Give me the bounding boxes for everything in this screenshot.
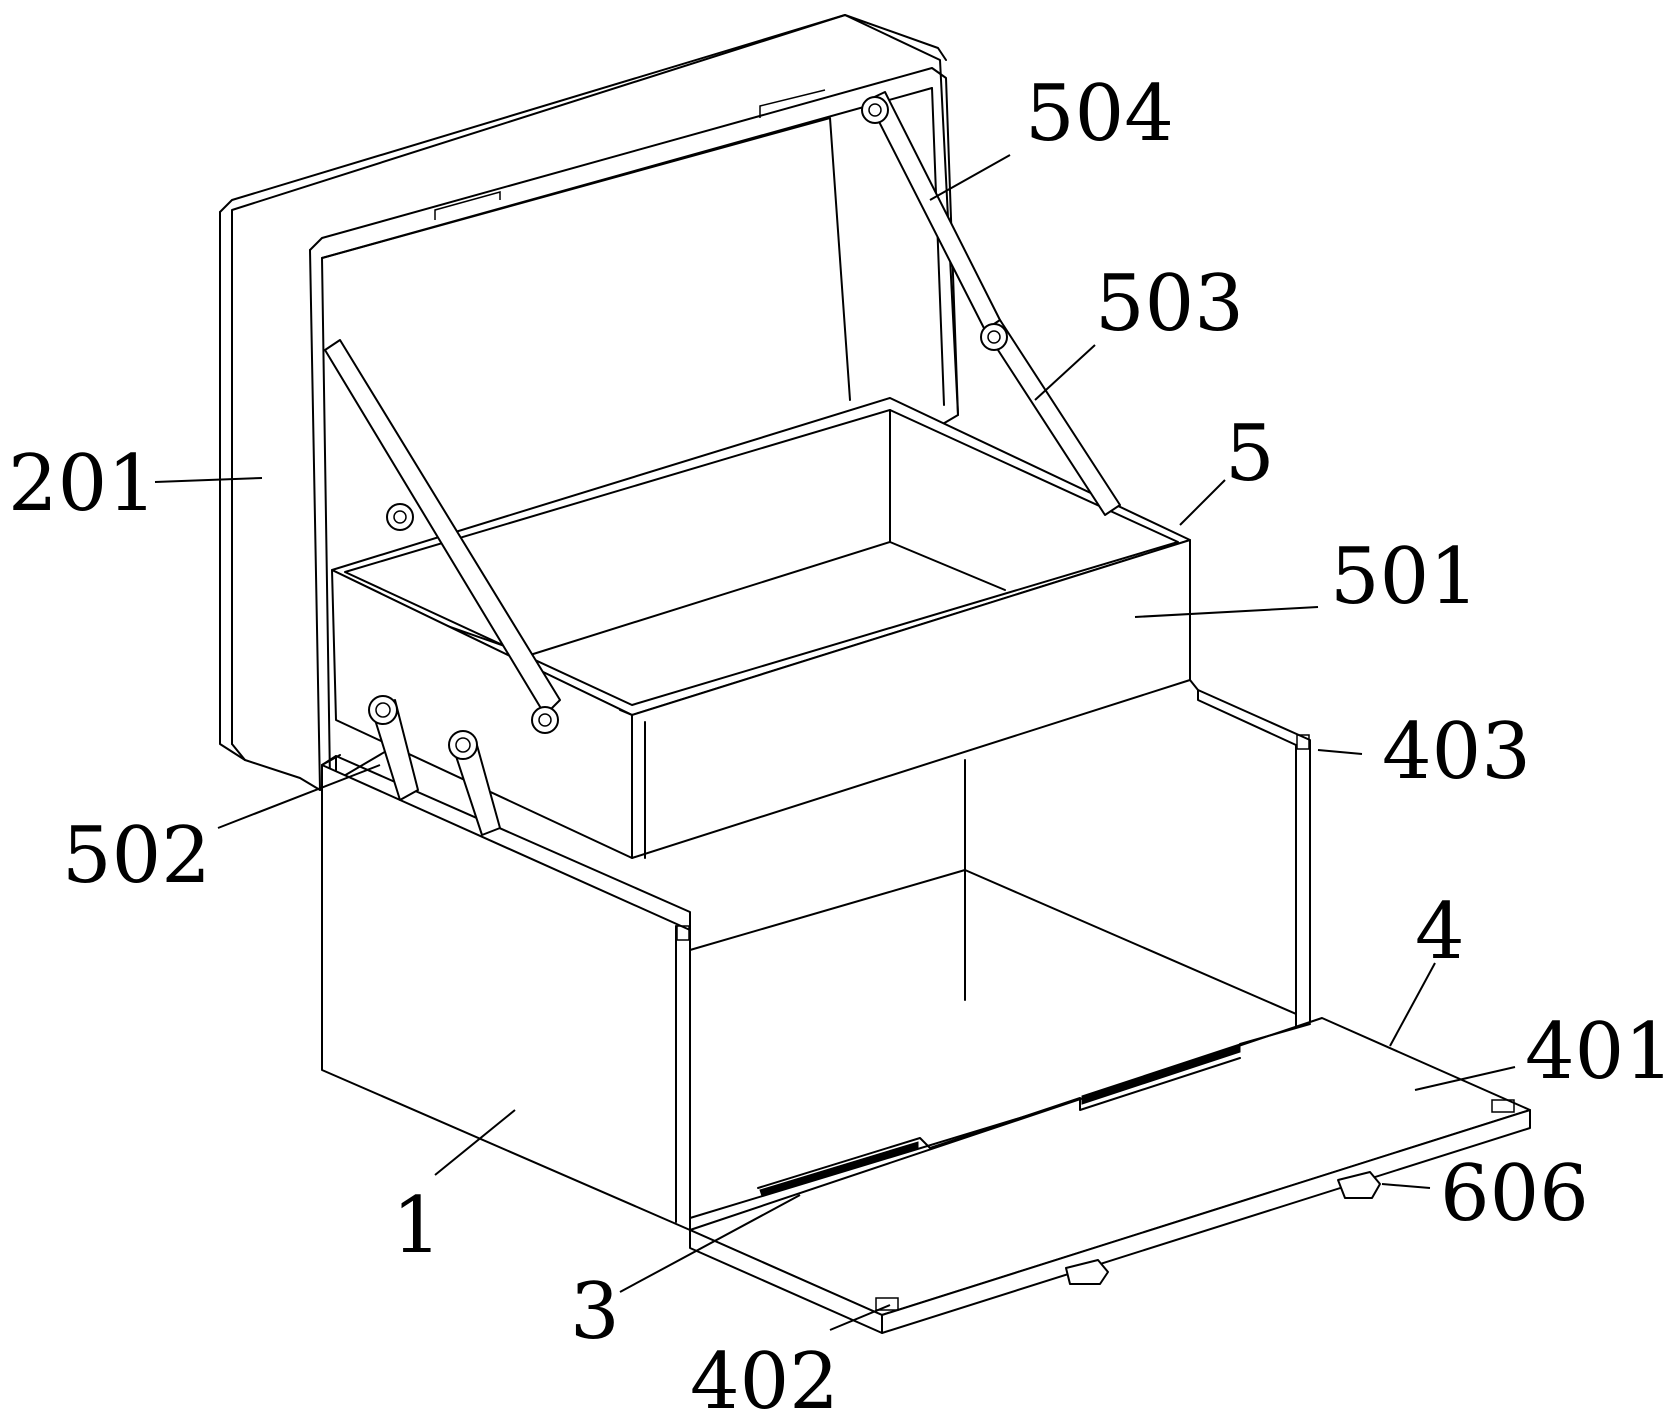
leader-lines (154, 154, 1516, 1331)
arms (321, 91, 1121, 836)
label-3: 3 (570, 1267, 620, 1357)
tray (331, 397, 1199, 859)
label-502: 502 (62, 811, 211, 901)
label-504: 504 (1025, 69, 1174, 159)
label-503: 503 (1095, 259, 1244, 349)
label-4: 4 (1415, 887, 1465, 977)
label-402: 402 (690, 1337, 839, 1418)
label-401: 401 (1525, 1007, 1674, 1097)
label-1: 1 (392, 1181, 442, 1271)
label-501: 501 (1330, 532, 1479, 622)
label-606: 606 (1440, 1149, 1589, 1239)
label-5: 5 (1225, 409, 1275, 499)
drawer-front (689, 1017, 1531, 1334)
labels: 504 503 201 5 501 403 502 4 401 606 1 3 … (8, 69, 1674, 1418)
label-201: 201 (8, 439, 157, 529)
label-403: 403 (1382, 707, 1531, 797)
